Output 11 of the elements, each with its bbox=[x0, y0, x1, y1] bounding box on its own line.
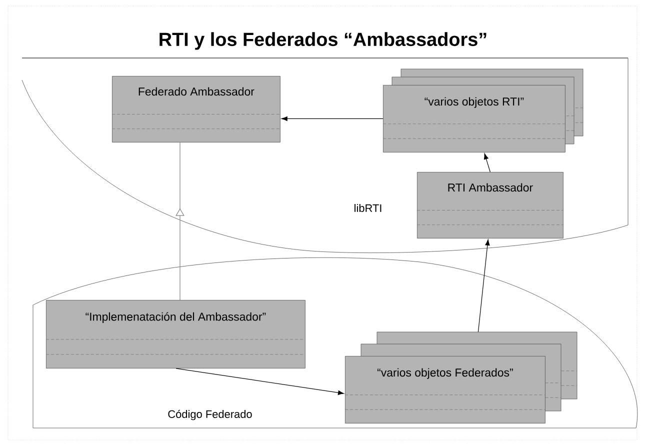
arrow bbox=[484, 153, 490, 172]
class-box: RTI Ambassador bbox=[416, 172, 564, 238]
class-box: Federado Ambassador bbox=[112, 76, 280, 142]
inheritance-arrow bbox=[176, 142, 184, 300]
title: RTI y los Federados “Ambassadors” bbox=[160, 32, 486, 50]
class-box: “Implemenatación del Ambassador” bbox=[46, 300, 306, 368]
arrow bbox=[176, 368, 344, 395]
class-box: “varios objetos RTI” bbox=[382, 68, 584, 152]
class-box: “varios objetos Federados” bbox=[344, 332, 578, 424]
arrow bbox=[478, 239, 490, 332]
arrow bbox=[281, 116, 384, 121]
